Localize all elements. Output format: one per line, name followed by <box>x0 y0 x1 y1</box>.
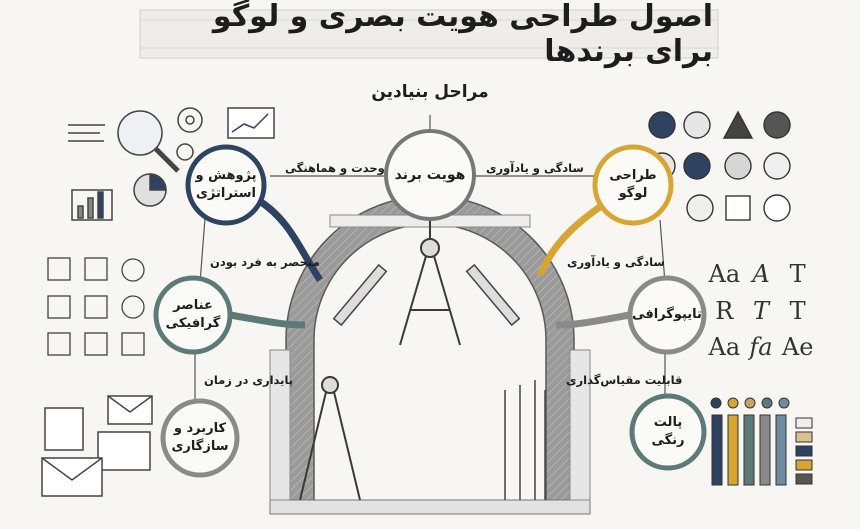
type-sample: T <box>789 260 806 288</box>
type-sample: T <box>789 296 806 325</box>
application-icons <box>41 395 153 497</box>
logo-mark-icons <box>648 110 791 222</box>
type-sample: fa <box>749 333 773 362</box>
type-sample: T <box>752 296 769 325</box>
research-icons <box>68 107 275 221</box>
connector-label-timelessness: پایداری در زمان <box>204 373 294 387</box>
card-icon <box>44 407 84 451</box>
type-sample: A <box>752 260 770 288</box>
typography-samples: Aa A T R T T Aa fa Ae <box>706 256 816 366</box>
connector-label-scalability: قابلیت مقیاس‌گذاری <box>566 373 683 387</box>
type-sample: Aa <box>708 260 741 288</box>
connector-typography <box>555 311 631 329</box>
type-sample: Ae <box>781 333 814 362</box>
subtitle: مراحل بنیادین <box>371 82 489 102</box>
connector-graphic <box>229 311 306 329</box>
node-research-strategy: پژوهش و استراتژی <box>194 153 258 217</box>
graphic-element-icons <box>47 257 145 356</box>
node-typography: تایپوگرافی <box>632 284 702 346</box>
connector-label-unity: وحدت و هماهنگی <box>285 161 385 175</box>
node-graphic-elements: عناصر گرافیکی <box>162 284 224 346</box>
title-banner <box>139 9 719 59</box>
pencil-icon <box>332 263 546 500</box>
connector-label-simplicity-top: سادگی و یادآوری <box>486 161 584 175</box>
connector-label-simplicity-right: سادگی و یادآوری <box>567 255 665 269</box>
node-color-palette: پالت رنگی <box>638 402 698 462</box>
monitor-icon <box>97 431 151 471</box>
color-palette-pencils <box>710 397 813 486</box>
node-brand-identity: هویت برند <box>393 138 467 212</box>
compass-icon <box>399 220 461 346</box>
compass-icon <box>299 376 361 501</box>
type-sample: Aa <box>708 333 741 362</box>
thin-connectors <box>194 115 666 405</box>
node-logo-design: طراحی لوگو <box>601 153 665 217</box>
node-application: کاربرد و سازگاری <box>169 407 231 469</box>
connector-research <box>256 197 323 282</box>
type-sample: R <box>715 296 734 325</box>
page-title: اصول طراحی هویت بصری و لوگو برای برندها <box>212 0 713 69</box>
envelope-icon <box>41 457 103 497</box>
gear-icon <box>177 107 203 133</box>
connector-label-uniqueness: منحصر به فرد بودن <box>210 255 320 269</box>
